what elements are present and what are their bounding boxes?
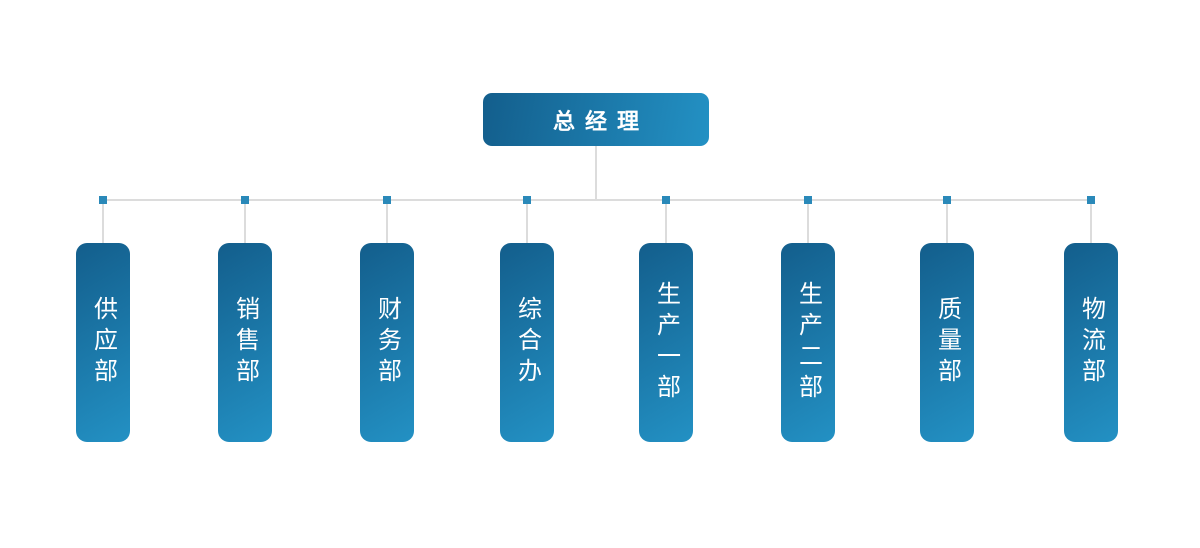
org-node-department: 供应部 xyxy=(76,243,130,442)
org-branch-logistics: 物流部 xyxy=(1064,196,1118,442)
org-branch-quality: 质量部 xyxy=(920,196,974,442)
org-node-department: 财务部 xyxy=(360,243,414,442)
junction-square-icon xyxy=(241,196,249,204)
org-node-label: 质量部 xyxy=(933,296,961,389)
org-node-label: 生产二部 xyxy=(794,280,822,405)
connector-branch-stub xyxy=(244,204,246,243)
org-node-label: 供应部 xyxy=(89,296,117,389)
connector-branch-stub xyxy=(1090,204,1092,243)
org-node-department: 综合办 xyxy=(500,243,554,442)
junction-square-icon xyxy=(804,196,812,204)
org-node-department: 质量部 xyxy=(920,243,974,442)
org-node-department: 生产一部 xyxy=(639,243,693,442)
org-node-department: 物流部 xyxy=(1064,243,1118,442)
org-node-label: 销售部 xyxy=(231,296,259,389)
connector-branch-stub xyxy=(807,204,809,243)
junction-square-icon xyxy=(99,196,107,204)
org-branch-production-2: 生产二部 xyxy=(781,196,835,442)
org-branch-finance: 财务部 xyxy=(360,196,414,442)
connector-horizontal-bus xyxy=(103,199,1091,201)
junction-square-icon xyxy=(943,196,951,204)
org-node-label: 物流部 xyxy=(1077,296,1105,389)
connector-root-stub xyxy=(595,146,597,200)
connector-branch-stub xyxy=(386,204,388,243)
junction-square-icon xyxy=(383,196,391,204)
junction-square-icon xyxy=(1087,196,1095,204)
org-node-root: 总经理 xyxy=(483,93,709,146)
org-node-department: 销售部 xyxy=(218,243,272,442)
org-node-label: 生产一部 xyxy=(652,280,680,405)
connector-branch-stub xyxy=(665,204,667,243)
org-branch-supply: 供应部 xyxy=(76,196,130,442)
org-node-label: 财务部 xyxy=(373,296,401,389)
junction-square-icon xyxy=(662,196,670,204)
org-node-root-label: 总经理 xyxy=(552,108,649,134)
org-node-department: 生产二部 xyxy=(781,243,835,442)
connector-branch-stub xyxy=(946,204,948,243)
connector-branch-stub xyxy=(102,204,104,243)
org-branch-production-1: 生产一部 xyxy=(639,196,693,442)
org-branch-general-office: 综合办 xyxy=(500,196,554,442)
org-branch-sales: 销售部 xyxy=(218,196,272,442)
junction-square-icon xyxy=(523,196,531,204)
org-node-label: 综合办 xyxy=(513,296,541,389)
connector-branch-stub xyxy=(526,204,528,243)
